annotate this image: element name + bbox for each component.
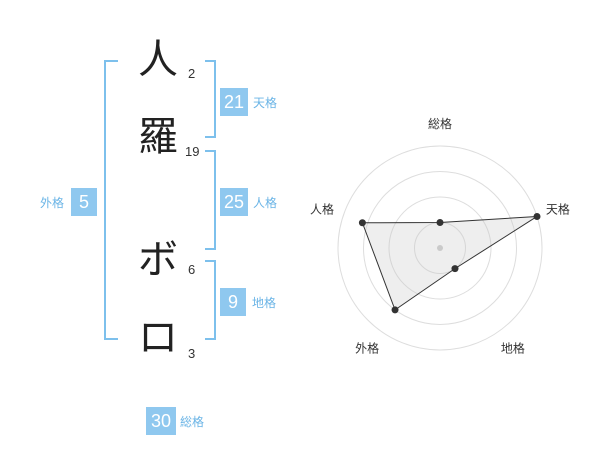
radar-point-2 bbox=[533, 212, 541, 220]
gaikaku-label: 外格 bbox=[40, 195, 65, 210]
tenkaku-value: 21 bbox=[220, 88, 248, 116]
radar-axis-label: 総格 bbox=[428, 116, 452, 131]
tenkaku-result: 21 天格 bbox=[220, 88, 277, 116]
jinkaku-result: 25 人格 bbox=[220, 188, 277, 216]
jinkaku-label: 人格 bbox=[253, 195, 278, 210]
chikaku-label: 地格 bbox=[252, 295, 277, 310]
radar-grid-ring bbox=[337, 145, 543, 351]
name-char-2: 羅 bbox=[138, 114, 178, 160]
stroke-count-2: 19 bbox=[185, 144, 200, 159]
radar-point-5 bbox=[358, 219, 366, 227]
stroke-count-4: 3 bbox=[188, 346, 196, 361]
soukaku-result: 30 総格 bbox=[146, 407, 204, 435]
radar-axis-label: 外格 bbox=[355, 340, 379, 355]
soukaku-label: 総格 bbox=[180, 414, 205, 429]
gaikaku-value: 5 bbox=[71, 188, 98, 216]
chikaku-value: 9 bbox=[220, 288, 246, 316]
jinkaku-value: 25 bbox=[220, 188, 248, 216]
gaikaku-result: 外格 5 bbox=[40, 188, 98, 216]
chikaku-result: 9 地格 bbox=[220, 288, 276, 316]
soukaku-value: 30 bbox=[146, 407, 176, 435]
radar-grid-ring bbox=[388, 196, 492, 300]
name-char-1: 人 bbox=[138, 37, 178, 83]
name-char-4: ロ bbox=[138, 315, 178, 361]
name-char-3: ボ bbox=[138, 237, 178, 283]
radar-axis-label: 天格 bbox=[546, 202, 570, 217]
stroke-count-1: 2 bbox=[188, 66, 196, 81]
radar-grid-ring bbox=[363, 171, 517, 325]
radar-center-dot bbox=[437, 245, 443, 251]
radar-point-4 bbox=[391, 306, 399, 314]
radar-point-1 bbox=[436, 219, 444, 226]
radar-axis-label: 地格 bbox=[501, 340, 525, 355]
radar-axis-label: 人格 bbox=[310, 202, 334, 217]
radar-series-polygon bbox=[361, 215, 538, 311]
stroke-count-3: 6 bbox=[188, 262, 196, 277]
tenkaku-label: 天格 bbox=[253, 95, 278, 110]
radar-point-3 bbox=[451, 265, 459, 273]
